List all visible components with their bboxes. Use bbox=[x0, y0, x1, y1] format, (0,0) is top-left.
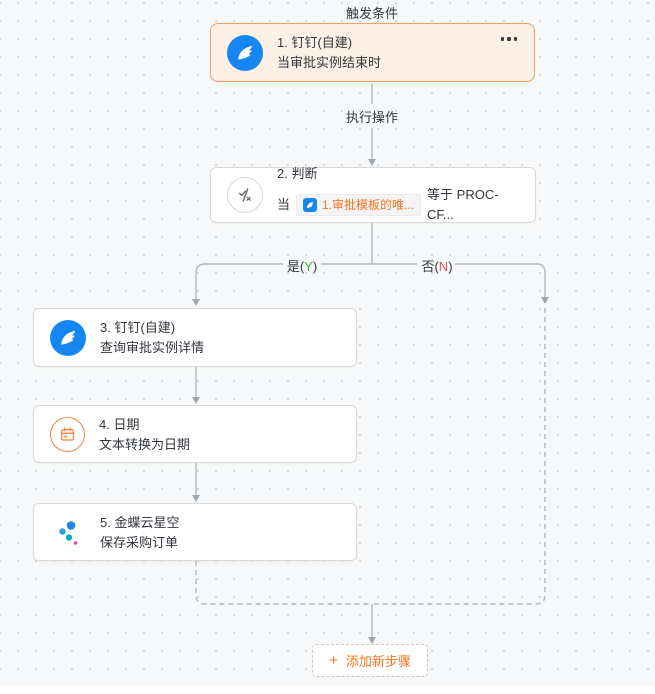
node-2-title: 2. 判断 bbox=[277, 166, 318, 181]
condition-field-label: 1.审批模板的唯... bbox=[322, 198, 415, 212]
dingtalk-icon bbox=[227, 34, 263, 71]
calendar-icon bbox=[50, 416, 85, 452]
branch-label-yes: 是(Y) bbox=[287, 256, 317, 275]
node-1-subtitle: 当审批实例结束时 bbox=[277, 55, 382, 70]
branch-label-no: 否(N) bbox=[421, 256, 452, 275]
node-4-subtitle: 文本转换为日期 bbox=[99, 436, 191, 452]
branch-yes-letter: Y bbox=[304, 259, 313, 274]
node-3-dingtalk-card[interactable]: 3. 钉钉(自建) 查询审批实例详情 bbox=[33, 308, 357, 367]
node-1-trigger-card[interactable]: 1. 钉钉(自建) 当审批实例结束时 bbox=[210, 23, 535, 82]
node-5-kingdee-card[interactable]: 5. 金蝶云星空 保存采购订单 bbox=[33, 503, 357, 561]
node-1-title: 1. 钉钉(自建) bbox=[277, 35, 353, 50]
branch-yes-paren: ) bbox=[312, 259, 318, 274]
branch-no-letter: N bbox=[438, 259, 449, 274]
node-3-subtitle: 查询审批实例详情 bbox=[100, 340, 205, 355]
branch-yes-text: 是( bbox=[286, 259, 305, 274]
node-3-title: 3. 钉钉(自建) bbox=[100, 320, 176, 335]
condition-rest: 等于 PROC-CF... bbox=[427, 187, 499, 222]
kingdee-icon bbox=[50, 514, 86, 550]
branch-no-text: 否( bbox=[421, 259, 439, 274]
more-dots-icon[interactable] bbox=[500, 37, 517, 41]
add-step-button[interactable]: + 添加新步骤 bbox=[312, 644, 428, 677]
condition-prefix: 当 bbox=[277, 197, 291, 212]
add-step-label: 添加新步骤 bbox=[345, 654, 411, 669]
action-section-label: 执行操作 bbox=[345, 110, 399, 125]
dingtalk-icon bbox=[50, 319, 86, 356]
node-4-date-card[interactable]: 4. 日期 文本转换为日期 bbox=[33, 405, 357, 463]
node-2-judge-card[interactable]: 2. 判断 当 1.审批模板的唯... 等于 PROC-CF... bbox=[210, 166, 536, 223]
plus-icon: + bbox=[329, 652, 338, 669]
canvas-bottom-edge bbox=[0, 685, 655, 694]
trigger-section-label: 触发条件 bbox=[345, 6, 399, 21]
node-5-subtitle: 保存采购订单 bbox=[100, 534, 179, 550]
node-4-title: 4. 日期 bbox=[99, 416, 140, 432]
judge-icon bbox=[227, 177, 263, 213]
branch-no-paren: ) bbox=[448, 259, 453, 274]
condition-field-chip[interactable]: 1.审批模板的唯... bbox=[296, 194, 422, 216]
dingtalk-icon bbox=[303, 198, 318, 212]
node-5-title: 5. 金蝶云星空 bbox=[100, 514, 180, 530]
